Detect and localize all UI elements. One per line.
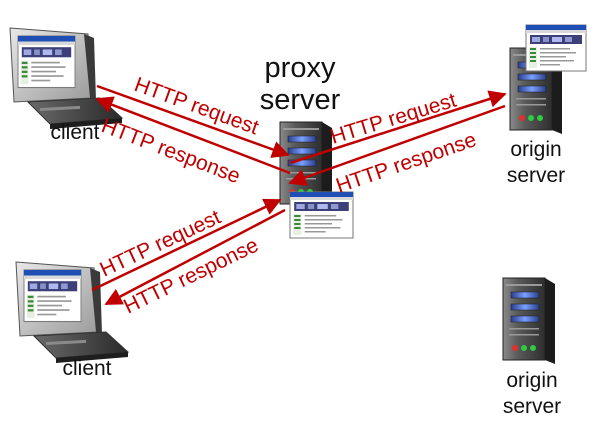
client-computer-top [10, 28, 122, 129]
arrow-client-bottom-request [91, 198, 282, 292]
origin-server-top-label: origin server [506, 138, 566, 188]
arrow-origin-request [289, 90, 507, 165]
client-top-label: client [50, 121, 100, 144]
client-bottom-label: client [62, 357, 112, 380]
origin-server-bottom-label: origin server [502, 369, 562, 419]
proxy-browser-window [289, 191, 354, 239]
arrow-client-top-request [96, 84, 290, 158]
proxy-server-label: proxy server [259, 52, 341, 117]
origin-server-tower-bottom [502, 277, 556, 365]
arrow-client-top-response [95, 96, 291, 175]
arrow-client-bottom-response [104, 208, 286, 306]
arrow-origin-response [288, 104, 506, 186]
origin-browser-window [525, 24, 587, 72]
